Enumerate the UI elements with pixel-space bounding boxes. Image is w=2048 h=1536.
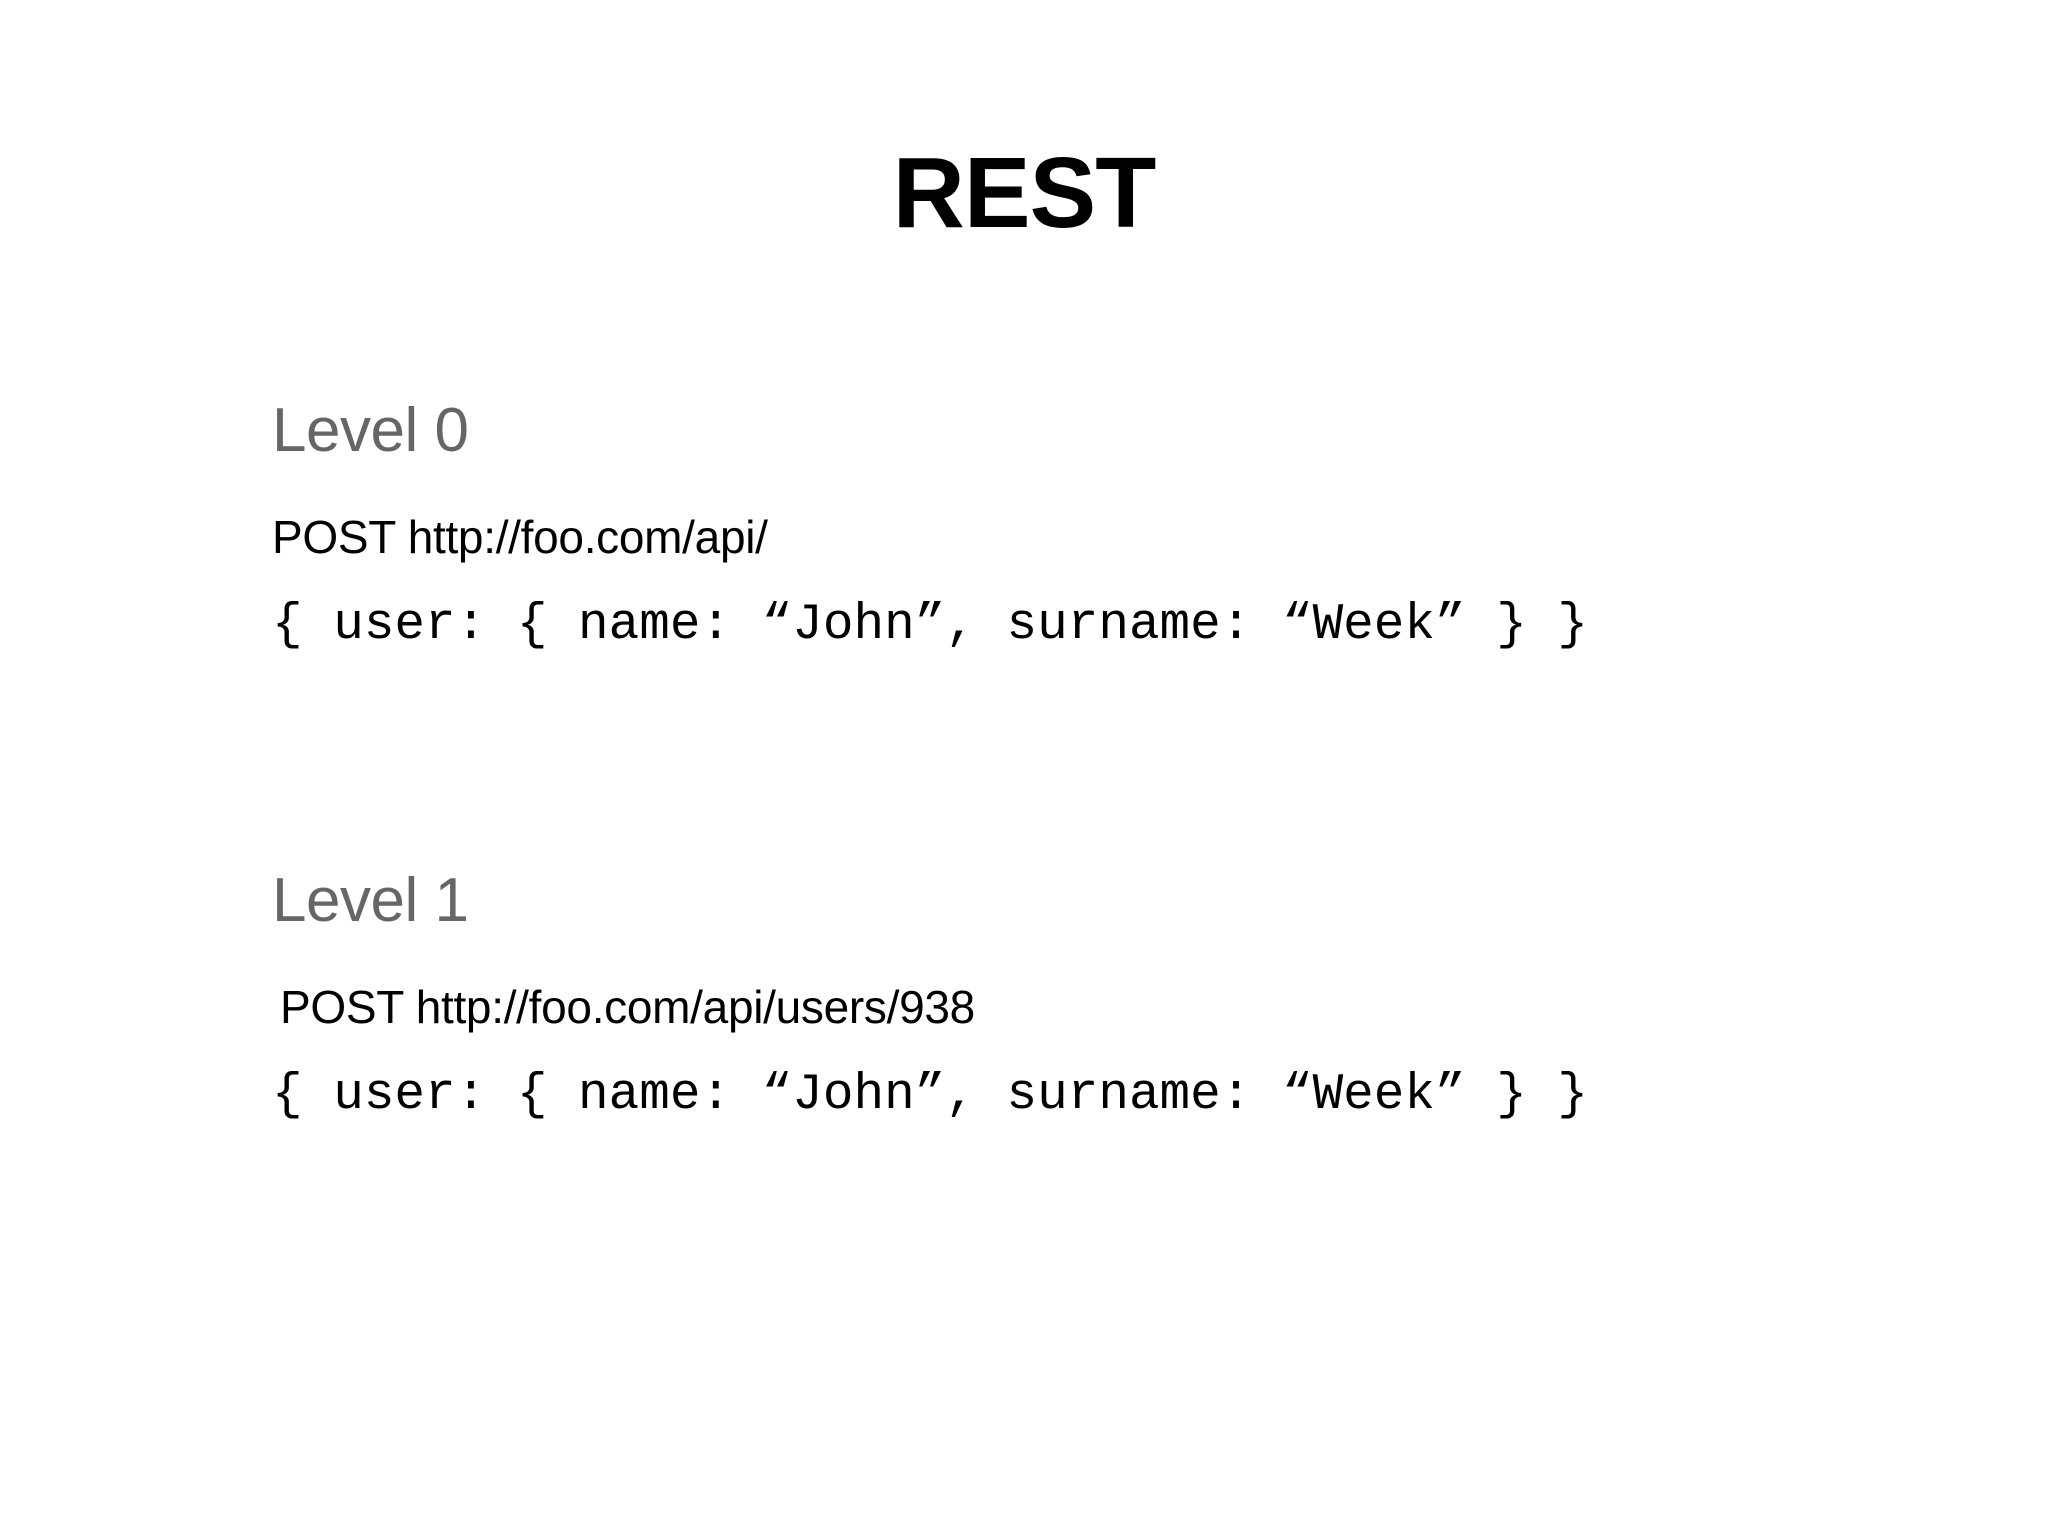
level-heading-1: Level 1 (272, 866, 469, 935)
level-heading-0: Level 0 (272, 396, 469, 465)
request-line-0: POST http://foo.com/api/ (272, 511, 768, 563)
level-section-1: Level 1 POST http://foo.com/api/users/93… (272, 866, 1972, 1124)
slide-content: Level 0 POST http://foo.com/api/ { user:… (0, 400, 2048, 1300)
payload-code-0: { user: { name: “John”, surname: “Week” … (272, 597, 1589, 654)
payload-code-1: { user: { name: “John”, surname: “Week” … (272, 1067, 1589, 1124)
page-title: REST (892, 137, 1157, 249)
level-section-0: Level 0 POST http://foo.com/api/ { user:… (272, 396, 1972, 654)
request-line-1: POST http://foo.com/api/users/938 (280, 981, 975, 1033)
